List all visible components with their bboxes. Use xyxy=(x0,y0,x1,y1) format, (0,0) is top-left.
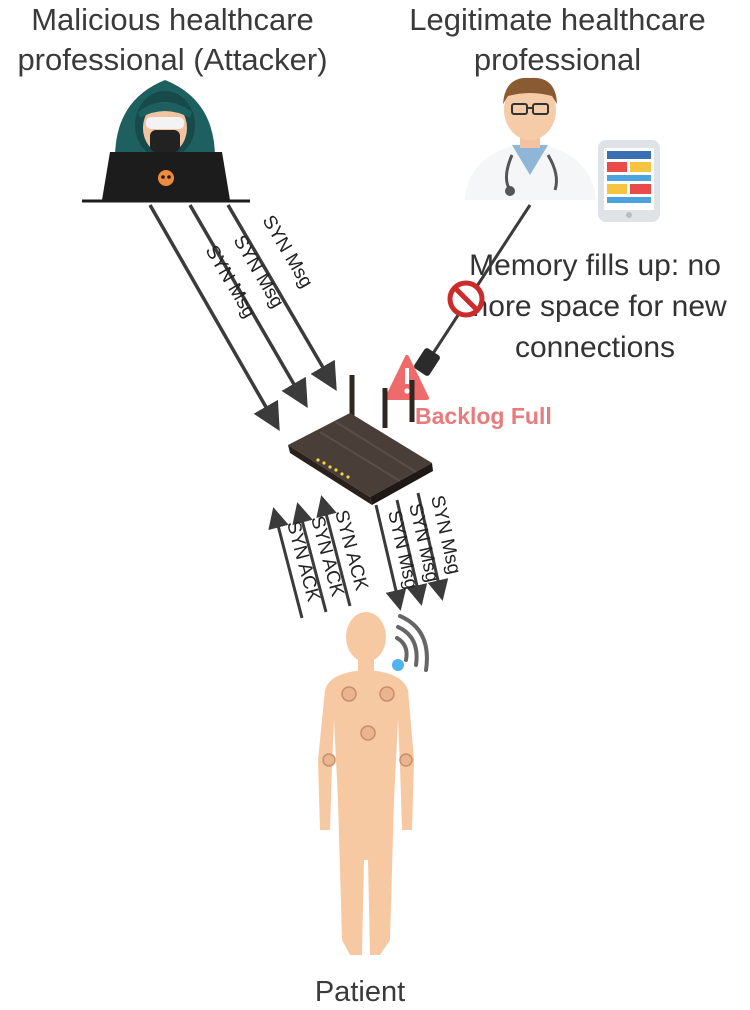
doctor-icon xyxy=(465,77,596,200)
forward-arrow-1 xyxy=(374,504,407,611)
laptop-icon xyxy=(82,152,250,203)
attack-arrows xyxy=(148,204,337,432)
attack-arrow-2 xyxy=(188,204,308,409)
sensor-icon xyxy=(399,753,413,767)
sensor-icon xyxy=(322,753,336,767)
ack-arrow-1 xyxy=(268,507,304,619)
patient-label: Patient xyxy=(314,976,406,1008)
attack-arrow-3 xyxy=(226,204,337,392)
router-icon xyxy=(288,375,433,505)
sensor-icon xyxy=(379,686,395,702)
patient-to-router-arrows xyxy=(268,495,352,619)
sensor-icon xyxy=(341,686,357,702)
ack-arrow-2 xyxy=(292,502,328,613)
attack-arrow-1 xyxy=(148,204,280,432)
router-to-patient-arrows xyxy=(374,492,449,611)
forward-arrow-2 xyxy=(395,499,428,606)
patient-body-icon xyxy=(318,612,414,955)
sensor-icon xyxy=(360,725,376,741)
wifi-icon xyxy=(395,614,429,672)
legitimate-connection-line xyxy=(430,204,532,356)
warning-icon xyxy=(385,355,429,400)
forward-arrow-3 xyxy=(416,492,449,601)
backlog-full-label: Backlog Full xyxy=(415,403,552,429)
attacker-label: Malicious healthcare professional (Attac… xyxy=(17,2,328,77)
skull-icon xyxy=(158,170,174,186)
sensor-dot-icon xyxy=(392,659,404,671)
memory-note-label: Memory fills up: no more space for new c… xyxy=(463,249,727,364)
body-sensors xyxy=(322,686,413,767)
no-entry-icon xyxy=(447,280,485,318)
hacker-icon xyxy=(115,80,215,159)
ack-arrow-3 xyxy=(316,495,352,607)
tablet-icon xyxy=(598,140,660,222)
legitimate-professional-label: Legitimate healthcare professional xyxy=(409,2,706,77)
